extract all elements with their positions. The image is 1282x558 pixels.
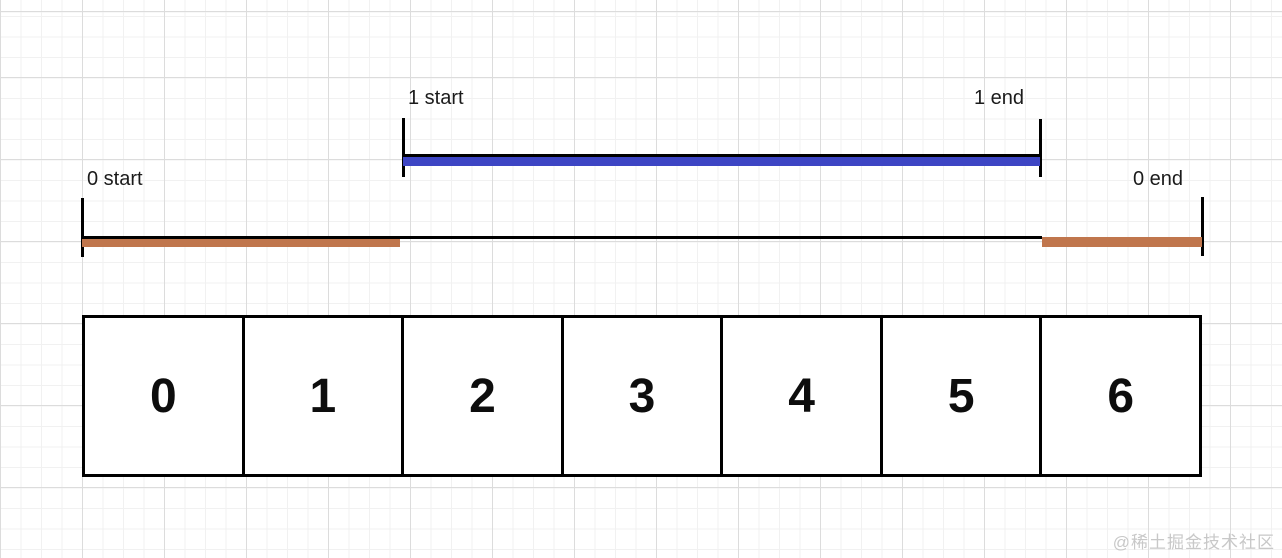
array-row: 0 1 2 3 4 5 6: [82, 315, 1202, 477]
interval-0-end-tick: [1201, 197, 1204, 256]
array-cell-3: 3: [560, 318, 721, 474]
array-cell-4: 4: [720, 318, 880, 474]
array-cell-3-value: 3: [628, 369, 656, 423]
interval-1-line: [403, 154, 1040, 157]
interval-0-line: [82, 236, 1042, 239]
interval-1-end-label: 1 end: [974, 87, 1025, 109]
interval-1-highlight-bar: [403, 157, 1040, 166]
array-cell-5-value: 5: [947, 369, 975, 423]
array-cell-6: 6: [1039, 318, 1199, 474]
array-cell-0-value: 0: [149, 369, 177, 423]
interval-0-right-highlight-bar: [1042, 237, 1202, 247]
array-cell-1-value: 1: [309, 369, 337, 423]
interval-1-start-tick: [402, 118, 405, 177]
array-cell-2-value: 2: [469, 369, 496, 423]
array-cell-4-value: 4: [788, 369, 815, 423]
array-cell-2: 2: [401, 318, 561, 474]
interval-1-end-tick: [1039, 119, 1042, 177]
interval-0-start-tick: [81, 198, 84, 257]
interval-0-start-label: 0 start: [87, 168, 143, 190]
array-cell-1: 1: [241, 318, 402, 474]
juejin-watermark: @稀土掘金技术社区: [1112, 533, 1275, 552]
array-cell-5: 5: [879, 318, 1040, 474]
interval-0-left-highlight-bar: [82, 239, 400, 247]
interval-1-start-label: 1 start: [408, 87, 464, 109]
interval-0-end-label: 0 end: [1133, 168, 1184, 190]
array-cell-0: 0: [85, 318, 242, 474]
array-cell-6-value: 6: [1107, 369, 1135, 423]
